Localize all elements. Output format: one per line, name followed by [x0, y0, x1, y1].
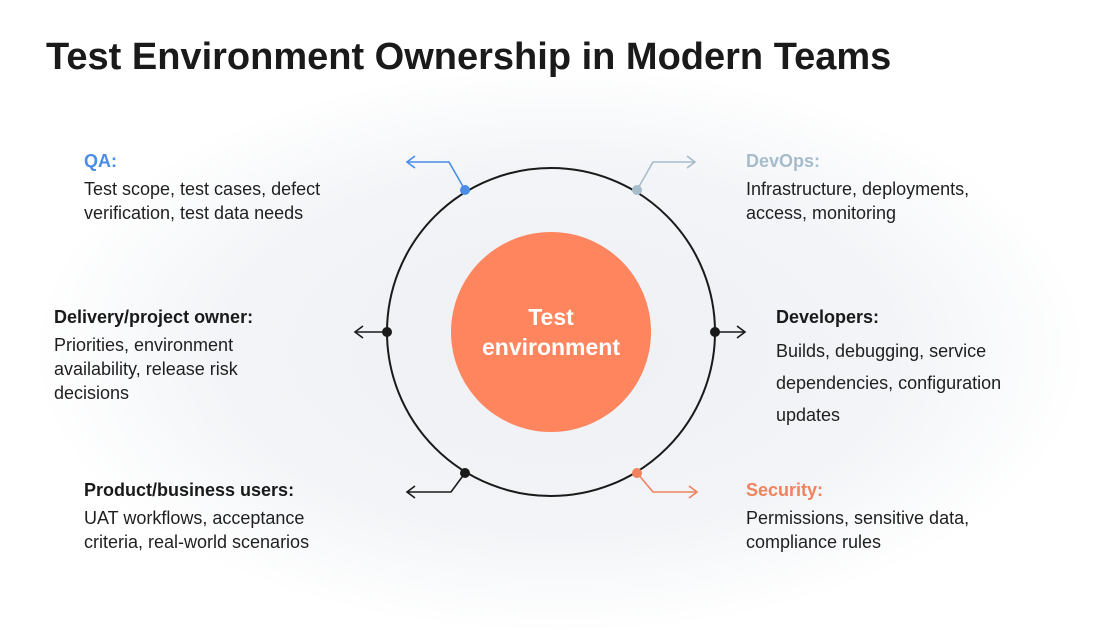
- center-label-line2: environment: [481, 334, 621, 360]
- center-label-line1: Test: [528, 304, 574, 330]
- devops-connector: [632, 155, 697, 195]
- center-circle: [451, 232, 651, 432]
- delivery-desc-line: availability, release risk: [54, 359, 238, 379]
- delivery-block: Delivery/project owner: Priorities, envi…: [54, 306, 253, 405]
- delivery-desc-line: Priorities, environment: [54, 335, 234, 355]
- devops-heading: DevOps:: [746, 151, 821, 171]
- qa-desc-line: verification, test data needs: [84, 203, 304, 223]
- security-description: Permissions, sensitive data, compliance …: [746, 506, 969, 554]
- security-connector: [632, 468, 699, 499]
- arrow-left-icon: [405, 485, 416, 499]
- developers-description: Builds, debugging, service dependencies,…: [776, 335, 1001, 431]
- developers-desc-line: dependencies, configuration: [776, 373, 1002, 393]
- developers-heading: Developers:: [776, 307, 880, 327]
- delivery-description: Priorities, environment availability, re…: [54, 333, 253, 405]
- product-desc-line: UAT workflows, acceptance: [84, 508, 305, 528]
- center-label: Test environment: [451, 232, 651, 432]
- product-connector: [405, 468, 470, 499]
- delivery-heading: Delivery/project owner:: [54, 307, 254, 327]
- arrow-right-icon: [686, 155, 697, 169]
- arrow-right-icon: [736, 325, 747, 339]
- security-desc-line: Permissions, sensitive data,: [746, 508, 970, 528]
- arrow-left-icon: [405, 155, 416, 169]
- arrow-right-icon: [688, 485, 699, 499]
- delivery-desc-line: decisions: [54, 383, 130, 403]
- qa-connector: [405, 155, 470, 195]
- page-title: Test Environment Ownership in Modern Tea…: [46, 36, 892, 78]
- arrow-left-icon: [353, 325, 364, 339]
- devops-desc-line: Infrastructure, deployments,: [746, 179, 970, 199]
- security-heading: Security:: [746, 480, 824, 500]
- developers-block: Developers: Builds, debugging, service d…: [776, 306, 1001, 431]
- qa-block: QA: Test scope, test cases, defect verif…: [84, 150, 320, 225]
- security-block: Security: Permissions, sensitive data, c…: [746, 479, 969, 554]
- developers-dot: [710, 327, 720, 337]
- product-heading: Product/business users:: [84, 480, 295, 500]
- delivery-dot: [382, 327, 392, 337]
- delivery-connector: [353, 325, 392, 339]
- devops-description: Infrastructure, deployments, access, mon…: [746, 177, 969, 225]
- security-desc-line: compliance rules: [746, 532, 882, 552]
- product-desc-line: criteria, real-world scenarios: [84, 532, 310, 552]
- product-description: UAT workflows, acceptance criteria, real…: [84, 506, 309, 554]
- security-dot: [632, 468, 642, 478]
- product-dot: [460, 468, 470, 478]
- qa-dot: [460, 185, 470, 195]
- qa-desc-line: Test scope, test cases, defect: [84, 179, 321, 199]
- devops-block: DevOps: Infrastructure, deployments, acc…: [746, 150, 969, 225]
- developers-desc-line: Builds, debugging, service: [776, 341, 987, 361]
- product-block: Product/business users: UAT workflows, a…: [84, 479, 309, 554]
- qa-heading: QA:: [84, 151, 117, 171]
- developers-desc-line: updates: [776, 405, 841, 425]
- qa-description: Test scope, test cases, defect verificat…: [84, 177, 320, 225]
- developers-connector: [710, 325, 747, 339]
- devops-dot: [632, 185, 642, 195]
- devops-desc-line: access, monitoring: [746, 203, 897, 223]
